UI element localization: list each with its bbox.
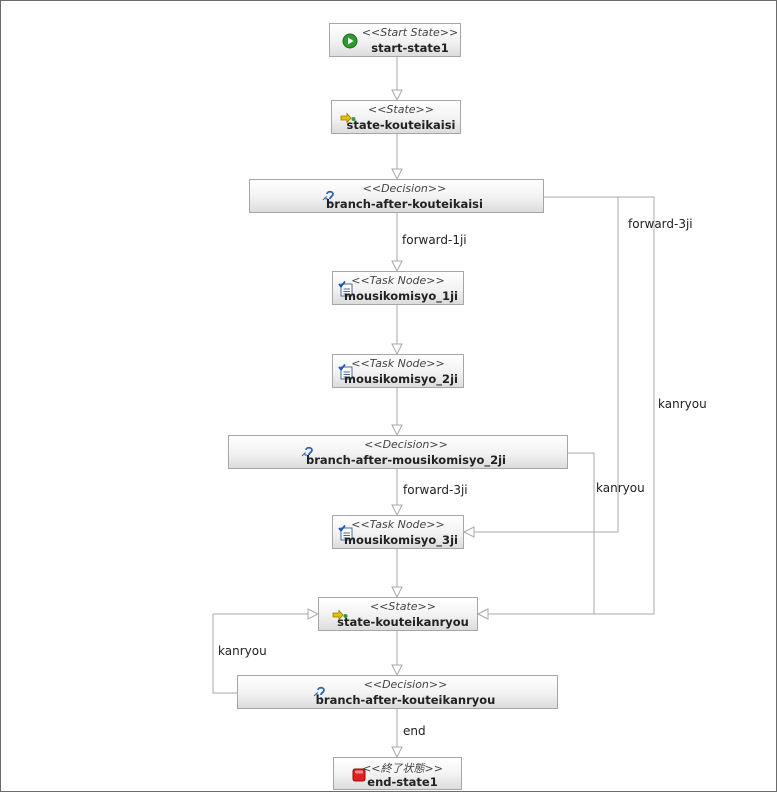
edge-kanryou-loop[interactable] (212, 613, 318, 694)
edge-start-to-kouteikaisi-arrowhead (391, 89, 403, 102)
node-mousikomisyo-2ji[interactable]: <<Task Node>> mousikomisyo_2ji (332, 354, 464, 388)
node-label: mousikomisyo_3ji (344, 533, 458, 547)
edge-forward-1ji-arrowhead (391, 260, 403, 273)
node-branch-after-kouteikaisi[interactable]: <<Decision>> branch-after-kouteikaisi (249, 179, 544, 213)
node-label: end-state1 (367, 775, 438, 789)
task-icon (338, 364, 353, 380)
edge-1ji-to-2ji-arrowhead (391, 343, 403, 356)
node-stereotype: <<Decision>> (363, 678, 448, 691)
edge-forward-3ji-top[interactable] (464, 196, 619, 533)
transition-label-forward-3ji-top[interactable]: forward-3ji (628, 217, 693, 231)
node-start-state1[interactable]: <<Start State>> start-state1 (329, 23, 461, 57)
node-stereotype: <<Decision>> (364, 438, 448, 451)
node-stereotype: <<Decision>> (362, 182, 447, 195)
decision-icon (322, 190, 334, 204)
node-stereotype: <<Task Node>> (351, 357, 445, 370)
transition-label-forward-1ji[interactable]: forward-1ji (402, 233, 467, 247)
stop-icon (352, 768, 366, 782)
transition-label-kanryou-right[interactable]: kanryou (658, 397, 707, 411)
transition-label-kanryou-loop[interactable]: kanryou (218, 644, 267, 658)
edge-2ji-to-branch-arrowhead (391, 424, 403, 437)
state-arrow-icon (340, 112, 356, 124)
node-label: start-state1 (371, 41, 449, 55)
edge-kanryou-mid[interactable] (478, 452, 595, 615)
edge-kanryou-to-branch-arrowhead (391, 664, 403, 677)
decision-icon (301, 446, 313, 460)
node-stereotype: <<Task Node>> (351, 518, 445, 531)
transition-label-forward-3ji-mid[interactable]: forward-3ji (403, 483, 468, 497)
node-label: mousikomisyo_1ji (344, 289, 458, 303)
node-branch-after-mousikomisyo-2ji[interactable]: <<Decision>> branch-after-mousikomisyo_2… (228, 435, 568, 469)
edge-forward-3ji-mid-arrowhead (391, 504, 403, 517)
node-end-state1[interactable]: <<終了状態>> end-state1 (333, 757, 462, 790)
node-label: state-kouteikaisi (346, 118, 456, 132)
task-icon (338, 525, 353, 541)
transition-label-end[interactable]: end (403, 724, 426, 738)
edge-kanryou-mid-arrowhead (476, 608, 489, 620)
node-stereotype: <<終了状態>> (362, 762, 443, 775)
node-stereotype: <<Task Node>> (351, 274, 445, 287)
node-state-kouteikaisi[interactable]: <<State>> state-kouteikaisi (331, 100, 461, 134)
edge-kouteikaisi-to-branch-arrowhead (391, 168, 403, 181)
play-icon (342, 33, 358, 49)
node-stereotype: <<State>> (370, 600, 436, 613)
node-label: branch-after-mousikomisyo_2ji (305, 453, 507, 467)
edge-3ji-to-kanryou-arrowhead (391, 586, 403, 599)
node-label: mousikomisyo_2ji (344, 372, 458, 386)
node-label: branch-after-kouteikaisi (326, 197, 483, 211)
transition-label-kanryou-mid[interactable]: kanryou (596, 481, 645, 495)
node-mousikomisyo-1ji[interactable]: <<Task Node>> mousikomisyo_1ji (332, 271, 464, 305)
edge-forward-3ji-top-arrowhead (462, 526, 475, 538)
edge-kanryou-right[interactable] (478, 196, 655, 615)
node-mousikomisyo-3ji[interactable]: <<Task Node>> mousikomisyo_3ji (332, 515, 464, 549)
task-icon (338, 281, 353, 297)
node-label: branch-after-kouteikanryou (315, 693, 496, 707)
edge-kanryou-loop-arrowhead (307, 608, 320, 620)
node-branch-after-kouteikanryou[interactable]: <<Decision>> branch-after-kouteikanryou (237, 675, 558, 709)
edge-end-arrowhead (391, 746, 403, 759)
node-stereotype: <<Start State>> (361, 26, 459, 39)
node-label: state-kouteikanryou (337, 615, 469, 629)
state-arrow-icon (332, 609, 348, 621)
node-stereotype: <<State>> (368, 103, 434, 116)
decision-icon (313, 686, 325, 700)
node-state-kouteikanryou[interactable]: <<State>> state-kouteikanryou (318, 597, 478, 631)
